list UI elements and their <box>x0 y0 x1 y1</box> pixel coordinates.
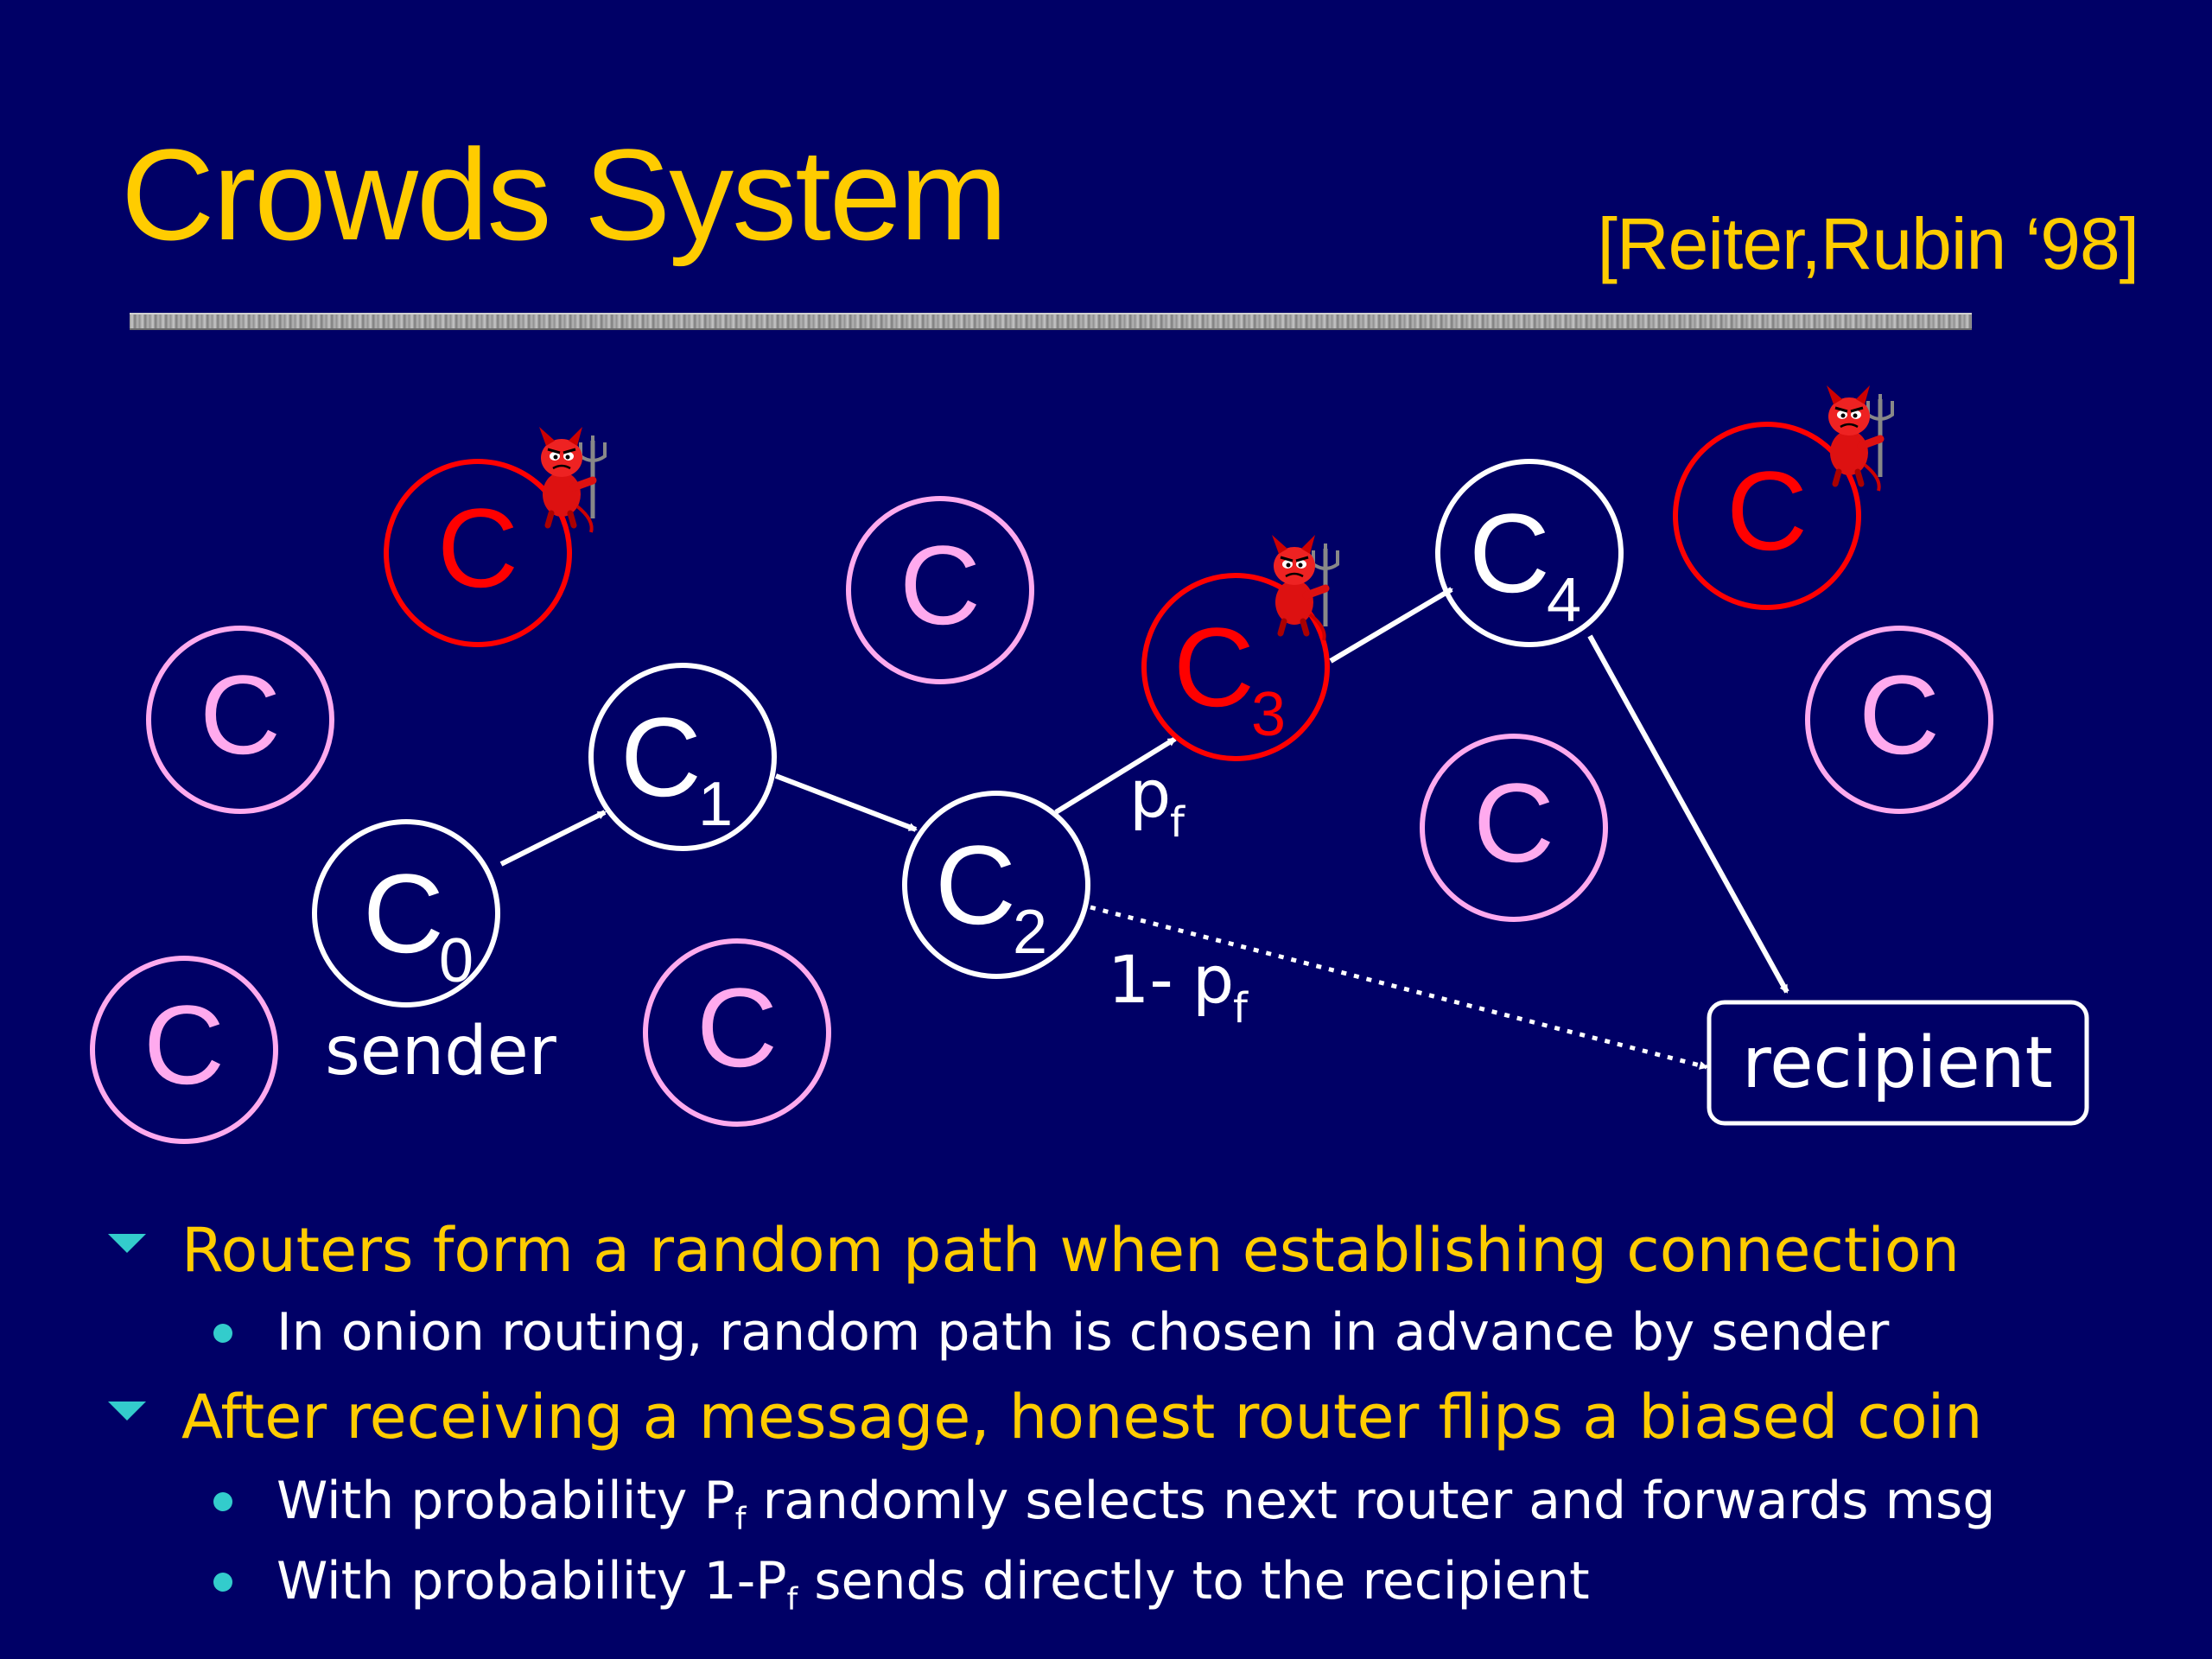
prob-subscript: f <box>1233 984 1249 1033</box>
node-letter: C <box>1469 490 1550 616</box>
bullet-marker-icon <box>108 1402 146 1421</box>
edge-c3-c4 <box>1329 587 1453 664</box>
sender-label: sender <box>325 1013 557 1090</box>
sub-bullet-marker-icon <box>213 1573 232 1592</box>
node-letter: C <box>1173 604 1255 730</box>
edge-c2-recipient-direct <box>1090 905 1708 1070</box>
sub-bullet-item: With probability 1-Pf sends directly to … <box>276 1551 1590 1618</box>
devil-icon <box>539 427 605 532</box>
node-letter: C <box>437 485 518 611</box>
malicious-node: C <box>384 427 605 647</box>
node-letter: C <box>1473 760 1554 886</box>
edge-c2-c3 <box>1054 736 1177 815</box>
crowd-node: C <box>90 956 278 1144</box>
crowd-node: C <box>1420 734 1608 922</box>
node-subscript: 2 <box>1013 898 1047 967</box>
node-letter: C <box>620 694 702 820</box>
edge-c0-c1 <box>499 810 607 867</box>
devil-icon <box>1827 385 1892 491</box>
crowd-node: C <box>643 938 831 1127</box>
bullet-marker-icon <box>108 1234 146 1253</box>
node-letter: C <box>143 982 225 1108</box>
crowd-node: C <box>146 626 334 814</box>
node-letter: C <box>696 964 778 1090</box>
malicious-node: C <box>1673 385 1892 610</box>
path-node-c2: C 2 <box>902 791 1090 979</box>
prob-base: p <box>1192 941 1234 1018</box>
prob-base: p <box>1129 755 1171 832</box>
node-subscript: 1 <box>698 770 733 839</box>
node-subscript: 4 <box>1547 566 1581 635</box>
forward-probability-label: p f <box>1129 755 1185 847</box>
slide-title: Crowds System <box>121 122 1007 267</box>
malicious-nodes: C C <box>384 385 1892 647</box>
sub-bullet-marker-icon <box>213 1324 232 1343</box>
recipient-label: recipient <box>1742 1022 2053 1104</box>
sub-bullet-item: In onion routing, random path is chosen … <box>276 1302 1890 1363</box>
node-letter: C <box>200 652 281 778</box>
path-node-c0: C 0 <box>312 819 500 1007</box>
crowd-node: C <box>1805 626 1993 814</box>
prob-subscript: f <box>1170 798 1185 847</box>
crowd-node: C <box>846 496 1034 684</box>
edge-c4-recipient <box>1587 634 1789 994</box>
node-letter: C <box>935 822 1016 948</box>
other-honest-nodes: C C C C C C <box>90 496 1993 1144</box>
bullet-item: After receiving a message, honest router… <box>181 1382 1983 1452</box>
node-letter: C <box>1726 448 1808 574</box>
node-letter: C <box>899 522 981 648</box>
sub-bullet-item: With probability Pf randomly selects nex… <box>276 1471 1996 1537</box>
path-node-c3: C 3 <box>1141 535 1338 761</box>
citation: [Reiter,Rubin ‘98] <box>1597 203 2139 284</box>
devil-icon <box>1272 535 1338 640</box>
path-node-c4: C 4 <box>1435 459 1624 647</box>
node-letter: C <box>363 850 444 976</box>
recipient-box: recipient <box>1707 1000 2089 1126</box>
node-subscript: 0 <box>439 926 474 995</box>
path-edges <box>499 587 1789 1070</box>
node-letter: C <box>1859 652 1940 778</box>
bullet-item: Routers form a random path when establis… <box>181 1215 1960 1286</box>
node-subscript: 3 <box>1251 680 1286 749</box>
path-node-c1: C 1 <box>588 663 777 851</box>
edge-c1-c2 <box>774 773 918 832</box>
prob-prefix: 1- <box>1108 941 1173 1018</box>
direct-probability-label: 1- p f <box>1108 941 1249 1033</box>
path-nodes: C 0 C 1 C 2 C 3 C 4 <box>312 459 1624 1007</box>
sub-bullet-marker-icon <box>213 1492 232 1511</box>
title-divider <box>130 313 1972 330</box>
